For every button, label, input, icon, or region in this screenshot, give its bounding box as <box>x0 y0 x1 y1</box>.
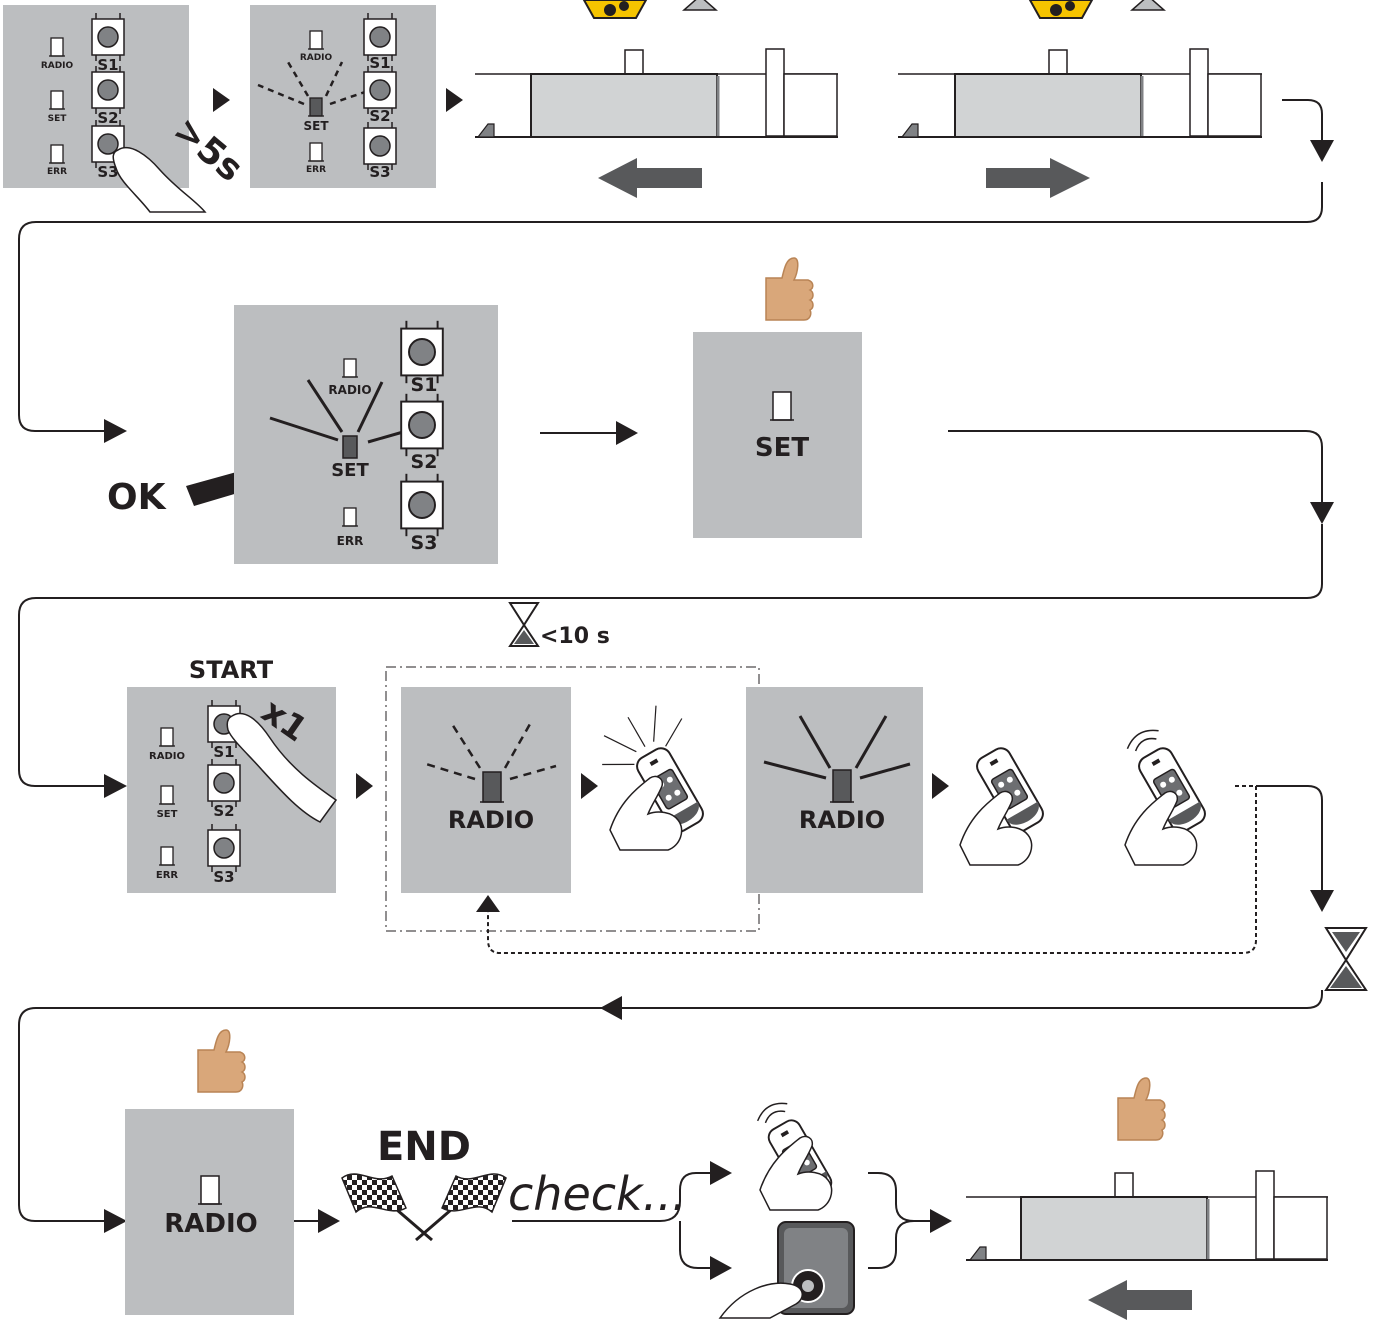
gate-close-scene <box>475 0 838 198</box>
radio-led-label: RADIO <box>799 806 885 834</box>
start-step-panel: START RADIO SET ERR S1 S2 S3 x1 <box>127 656 338 893</box>
radio-steady-panel: RADIO <box>746 687 923 893</box>
radio-led-label: RADIO <box>149 751 185 762</box>
end-marker: END <box>341 1124 507 1242</box>
s2-label: S2 <box>213 802 234 820</box>
remote-control-icon <box>756 1102 836 1205</box>
direction-left-arrow <box>1088 1280 1192 1320</box>
s1-label: S1 <box>369 54 390 72</box>
set-led-label: SET <box>157 809 178 820</box>
check-label: check... <box>508 1167 687 1221</box>
s2-label: S2 <box>411 451 438 473</box>
start-label: START <box>189 656 274 684</box>
direction-left-arrow <box>598 158 702 198</box>
set-led-label: SET <box>331 460 369 481</box>
s3-label: S3 <box>369 163 390 181</box>
err-led-label: ERR <box>337 534 364 548</box>
thumbs-up-icon <box>1117 1077 1166 1141</box>
step-arrow-1 <box>213 88 230 112</box>
s2-button[interactable] <box>207 758 241 808</box>
err-led-label: ERR <box>47 167 67 177</box>
set-led-steady-panel: SET <box>693 257 862 538</box>
err-led-label: ERR <box>306 165 326 175</box>
s1-label: S1 <box>213 743 234 761</box>
s2-label: S2 <box>369 107 390 125</box>
radio-confirm-panel: RADIO <box>125 1029 294 1315</box>
s1-label: S1 <box>97 56 118 74</box>
direction-right-arrow <box>986 158 1090 198</box>
radio-led-label: RADIO <box>41 61 74 71</box>
s1-button[interactable] <box>91 12 125 62</box>
radio-led-label: RADIO <box>448 806 534 834</box>
thumbs-up-icon <box>765 257 814 321</box>
set-confirm-panel: RADIO SET ERR S1 S2 S3 <box>234 305 498 564</box>
thumbs-up-icon <box>197 1029 246 1093</box>
s2-button[interactable] <box>400 392 444 458</box>
step-arrow-2 <box>446 88 463 112</box>
set-led-label: SET <box>755 433 809 463</box>
retry-loop <box>487 785 1257 954</box>
step-set-blink-panel: RADIO SET ERR S1 S2 S3 <box>250 5 436 188</box>
hourglass-icon <box>508 602 540 647</box>
set-led-label: SET <box>303 119 329 133</box>
checkered-flags-icon <box>341 1173 507 1242</box>
set-led-label: SET <box>48 114 68 124</box>
s3-label: S3 <box>97 163 118 181</box>
key-switch-icon <box>718 1221 855 1319</box>
finger-press-icon <box>226 712 338 823</box>
s3-button[interactable] <box>207 823 241 873</box>
remote-control-icon <box>602 705 708 837</box>
hourglass-icon <box>1324 927 1368 991</box>
radio-led-label: RADIO <box>164 1209 258 1239</box>
radio-led-label: RADIO <box>328 383 371 397</box>
s3-button[interactable] <box>400 472 444 538</box>
radio-led-label: RADIO <box>300 53 333 63</box>
ok-label: OK <box>107 477 167 518</box>
remote-control-icon <box>1126 729 1210 837</box>
s3-label: S3 <box>213 868 234 886</box>
s3-label: S3 <box>411 532 438 554</box>
gate-open-scene <box>898 0 1262 198</box>
s2-label: S2 <box>97 109 118 127</box>
timeout-indicator: <10 s <box>508 602 610 649</box>
end-label: END <box>377 1124 471 1170</box>
finger-press-icon <box>112 147 207 213</box>
err-led-label: ERR <box>156 870 179 881</box>
s2-button[interactable] <box>91 65 125 115</box>
timeout-label: <10 s <box>540 624 610 649</box>
gate-closed-scene <box>966 1077 1328 1320</box>
s1-label: S1 <box>411 374 438 396</box>
radio-blink-panel: RADIO <box>401 687 571 893</box>
